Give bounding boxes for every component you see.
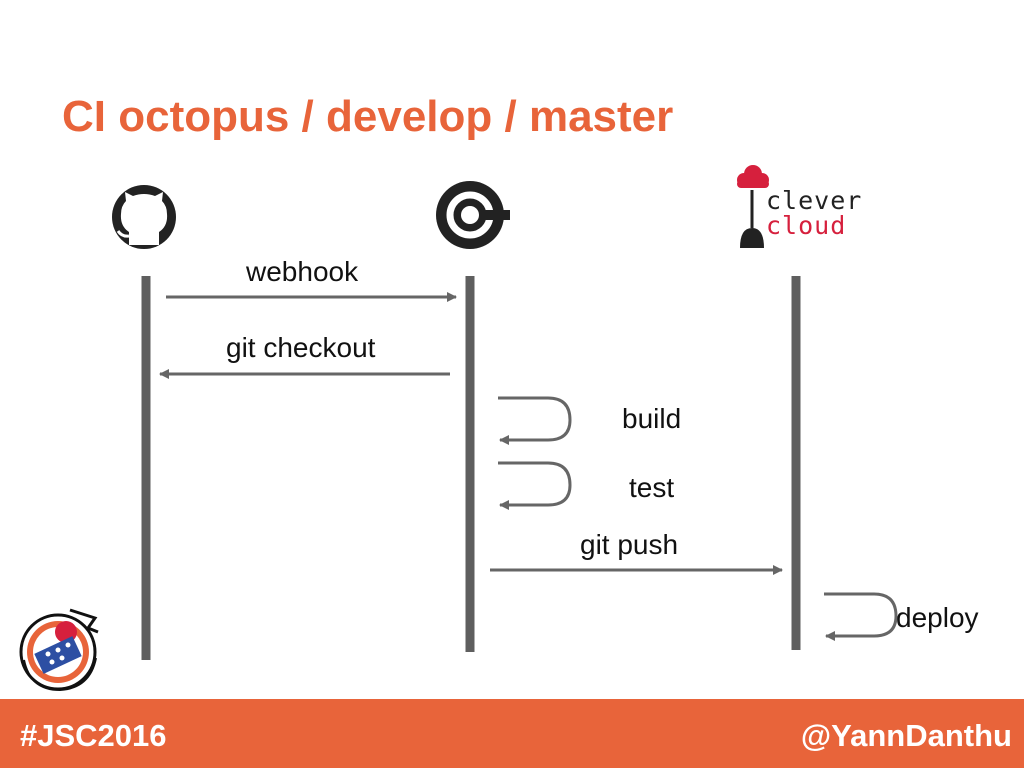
message-arrow-test xyxy=(498,463,570,505)
message-label-build: build xyxy=(622,403,681,435)
message-label-webhook: webhook xyxy=(246,256,358,288)
jsc-badge-logo xyxy=(21,610,98,690)
github-octocat-icon xyxy=(112,185,176,249)
clever-cloud-logo xyxy=(737,165,769,248)
footer-hashtag: #JSC2016 xyxy=(20,718,167,754)
message-label-test: test xyxy=(629,472,674,504)
message-label-git-push: git push xyxy=(580,529,678,561)
circleci-icon xyxy=(436,181,510,249)
clever-cloud-wordmark-line2: cloud xyxy=(766,211,846,240)
sequence-diagram xyxy=(0,0,1024,700)
message-arrow-deploy xyxy=(824,594,896,636)
message-arrow-build xyxy=(498,398,570,440)
message-label-git-checkout: git checkout xyxy=(226,332,375,364)
footer-handle: @YannDanthu xyxy=(801,718,1012,754)
message-label-deploy: deploy xyxy=(896,602,979,634)
